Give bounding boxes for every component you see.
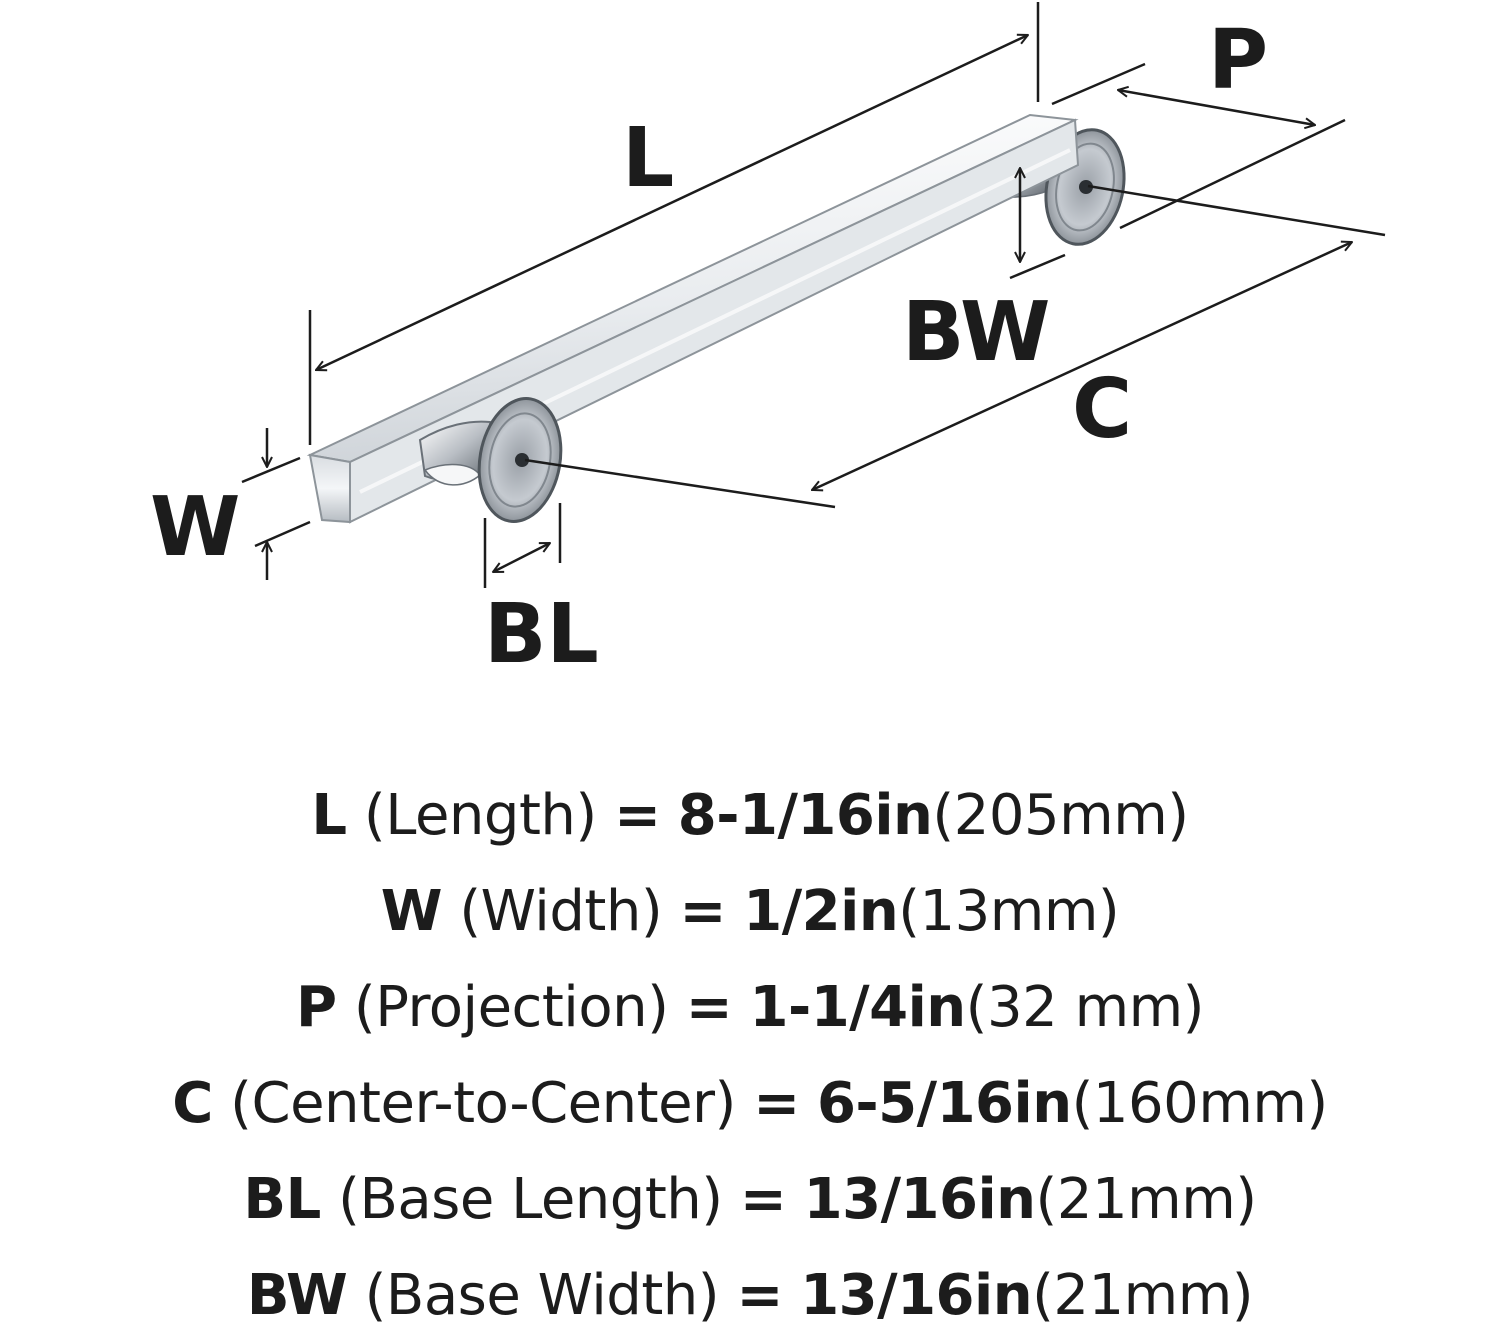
projection-extension-bottom xyxy=(1119,118,1346,230)
spec-imperial: 1/2in xyxy=(743,879,899,944)
handle-dimension-diagram: L P BW C W BL xyxy=(150,2,1386,682)
spec-metric: (32 mm) xyxy=(965,975,1205,1040)
spec-name: (Base Length) xyxy=(338,1167,723,1232)
spec-row-base-width: BW (Base Width) = 13/16in(21mm) xyxy=(0,1248,1500,1344)
spec-row-base-length: BL (Base Length) = 13/16in(21mm) xyxy=(0,1152,1500,1248)
spec-row-width: W (Width) = 1/2in(13mm) xyxy=(0,864,1500,960)
spec-equals: = xyxy=(736,1263,783,1328)
bar-front-face xyxy=(308,453,351,524)
left-base xyxy=(477,397,563,523)
spec-code: BW xyxy=(246,1263,348,1328)
spec-imperial: 8-1/16in xyxy=(677,783,933,848)
spec-equals: = xyxy=(685,975,733,1040)
spec-row-center-to-center: C (Center-to-Center) = 6-5/16in(160mm) xyxy=(0,1056,1500,1152)
dimension-labels: L P BW C W BL xyxy=(150,13,1268,682)
spec-name: (Center-to-Center) xyxy=(230,1071,736,1136)
spec-name: (Length) xyxy=(363,783,597,848)
spec-code: P xyxy=(295,975,337,1040)
length-dimension-arrow xyxy=(316,35,1028,370)
spec-metric: (205mm) xyxy=(932,783,1189,848)
label-length: L xyxy=(622,111,674,206)
label-center: C xyxy=(1072,362,1132,457)
spec-metric: (160mm) xyxy=(1071,1071,1329,1136)
spec-imperial: 13/16in xyxy=(803,1167,1036,1232)
label-base-width: BW xyxy=(902,285,1050,380)
center-leader-right xyxy=(1087,184,1386,237)
spec-imperial: 1-1/4in xyxy=(749,975,967,1040)
center-leader-left xyxy=(524,458,836,509)
spec-metric: (21mm) xyxy=(1035,1167,1258,1232)
spec-equals: = xyxy=(614,783,661,848)
spec-row-projection: P (Projection) = 1-1/4in(32 mm) xyxy=(0,960,1500,1056)
spec-imperial: 13/16in xyxy=(800,1263,1033,1328)
width-extension-top xyxy=(241,456,301,484)
spec-imperial: 6-5/16in xyxy=(816,1071,1072,1136)
dimension-specifications: L (Length) = 8-1/16in(205mm) W (Width) =… xyxy=(0,768,1500,1344)
center-dimension-arrow xyxy=(812,242,1352,490)
spec-metric: (21mm) xyxy=(1032,1263,1254,1328)
base-length-dimension-arrow xyxy=(493,541,550,574)
spec-code: W xyxy=(380,879,443,944)
width-extension-bottom xyxy=(254,520,311,548)
spec-code: L xyxy=(311,783,347,848)
projection-dimension-arrow xyxy=(1118,90,1315,125)
base-width-extension xyxy=(1009,253,1066,280)
spec-name: (Width) xyxy=(459,879,663,944)
projection-extension-top xyxy=(1051,62,1146,106)
spec-code: C xyxy=(172,1071,213,1136)
label-base-length: BL xyxy=(484,587,599,682)
dimension-lines xyxy=(241,2,1386,588)
spec-row-length: L (Length) = 8-1/16in(205mm) xyxy=(0,768,1500,864)
label-projection: P xyxy=(1208,13,1268,108)
label-width: W xyxy=(150,480,240,575)
spec-metric: (13mm) xyxy=(898,879,1120,944)
spec-code: BL xyxy=(243,1167,321,1232)
spec-equals: = xyxy=(679,879,727,944)
spec-equals: = xyxy=(739,1167,787,1232)
spec-equals: = xyxy=(753,1071,800,1136)
spec-name: (Projection) xyxy=(353,975,669,1040)
spec-name: (Base Width) xyxy=(364,1263,720,1328)
